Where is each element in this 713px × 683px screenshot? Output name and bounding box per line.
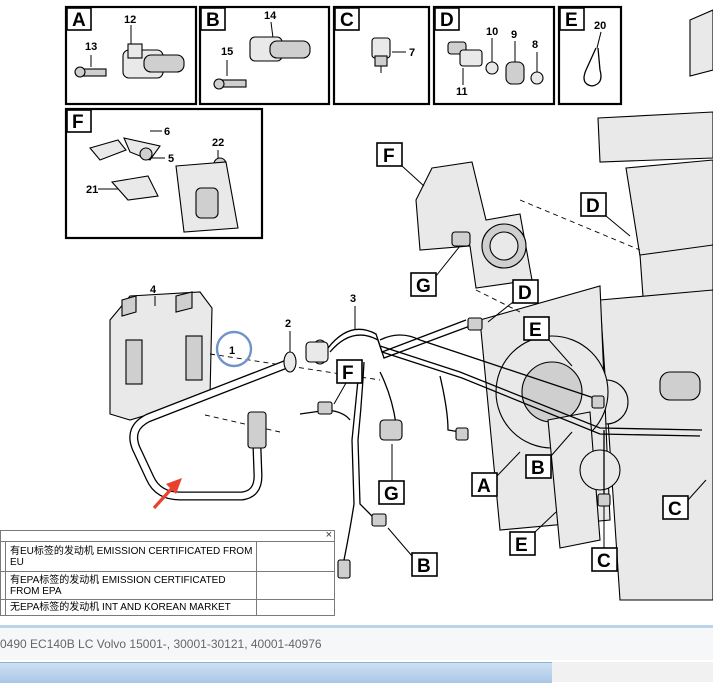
callout-b-lower[interactable]: B [387,527,438,577]
hose-1 [129,339,329,501]
bottom-toolbar[interactable] [0,662,552,683]
svg-text:E: E [529,320,542,341]
svg-text:F: F [342,363,354,384]
svg-text:C: C [597,551,611,572]
callout-e-lower[interactable]: E [509,511,557,556]
part-number-9: 9 [511,29,517,41]
highlight-circle[interactable] [215,330,253,368]
engine-block [479,9,713,601]
part-number-6: 6 [164,126,170,138]
svg-text:G: G [384,484,399,505]
callout-e-upper[interactable]: E [523,316,573,367]
part-number-20: 20 [594,20,606,32]
part-number-3: 3 [350,293,356,305]
table-left-column [1,541,6,615]
part-number-21: 21 [86,184,98,196]
detail-box-e[interactable]: E 20 [557,5,623,106]
callout-f-upper[interactable]: F [376,142,425,187]
detail-box-e-letter: E [565,10,578,31]
bracket-f-part [415,161,533,289]
bottom-toolbar-blank [552,662,713,682]
callout-d-mid[interactable]: D [487,279,539,323]
callout-b-right[interactable]: B [525,431,573,479]
table-divider [256,572,257,600]
part-number-2: 2 [285,318,291,330]
callout-c-right[interactable]: C [662,479,707,520]
model-info-text: 0490 EC140B LC Volvo 15001-, 30001-30121… [0,637,322,651]
svg-text:D: D [586,196,600,217]
part-number-1: 1 [229,345,235,357]
svg-text:G: G [416,276,431,297]
part-number-22: 22 [212,137,224,149]
callout-f-lower[interactable]: F [333,359,363,405]
detail-box-f-letter: F [72,112,84,133]
table-row: 有EU标签的发动机 EMISSION CERTIFICATED FROM EU [1,541,334,572]
callout-d-upper[interactable]: D [580,192,631,237]
svg-text:B: B [417,556,431,577]
svg-text:E: E [515,535,528,556]
part-number-4: 4 [150,284,157,296]
part-number-12: 12 [124,14,136,26]
red-arrow-icon [152,478,182,510]
wiring-harness-3 [299,317,703,579]
table-divider [256,600,257,616]
svg-text:C: C [668,499,682,520]
part-number-8: 8 [532,39,538,51]
callout-g-lower[interactable]: G [378,444,405,505]
svg-text:A: A [477,476,491,497]
callout-c-lower[interactable]: C [591,506,618,572]
table-divider [256,542,257,572]
detail-box-b-letter: B [206,10,220,31]
svg-text:B: B [531,458,545,479]
close-icon[interactable]: × [325,529,332,541]
detail-box-f[interactable]: F 6 5 22 21 [64,107,264,240]
svg-text:F: F [383,146,395,167]
part-number-11: 11 [456,86,468,98]
bracket-4-part [109,291,213,421]
note-row-text: 无EPA标签的发动机 INT AND KOREAN MARKET [10,602,231,613]
model-info-bar: 0490 EC140B LC Volvo 15001-, 30001-30121… [0,628,713,660]
part-number-10: 10 [486,26,498,38]
detail-box-c-letter: C [340,10,354,31]
callout-a[interactable]: A [471,451,521,497]
part-number-14: 14 [264,10,277,22]
detail-box-b[interactable]: B 14 15 [198,5,331,106]
detail-box-c[interactable]: C 7 [332,5,431,106]
separator-line [0,625,713,628]
detail-box-d[interactable]: D 10 9 8 11 [432,5,556,106]
part-number-7: 7 [409,47,415,59]
table-row: 无EPA标签的发动机 INT AND KOREAN MARKET [1,599,334,616]
detail-box-d-letter: D [440,10,454,31]
detail-box-a[interactable]: A 12 13 [64,5,198,106]
detail-box-a-letter: A [72,10,86,31]
parts-diagram: A 12 13 B 14 15 C 7 D 10 [64,5,713,601]
table-row: 有EPA标签的发动机 EMISSION CERTIFICATED FROM EP… [1,571,334,600]
note-row-text: 有EPA标签的发动机 EMISSION CERTIFICATED FROM EP… [10,575,226,597]
part-number-15: 15 [221,46,233,58]
part-number-13: 13 [85,41,97,53]
svg-text:D: D [518,283,532,304]
note-row-text: 有EU标签的发动机 EMISSION CERTIFICATED FROM EU [10,546,253,568]
emission-note-table: × 有EU标签的发动机 EMISSION CERTIFICATED FROM E… [0,529,335,616]
callout-g-upper[interactable]: G [410,245,461,297]
part-number-5: 5 [168,153,174,165]
